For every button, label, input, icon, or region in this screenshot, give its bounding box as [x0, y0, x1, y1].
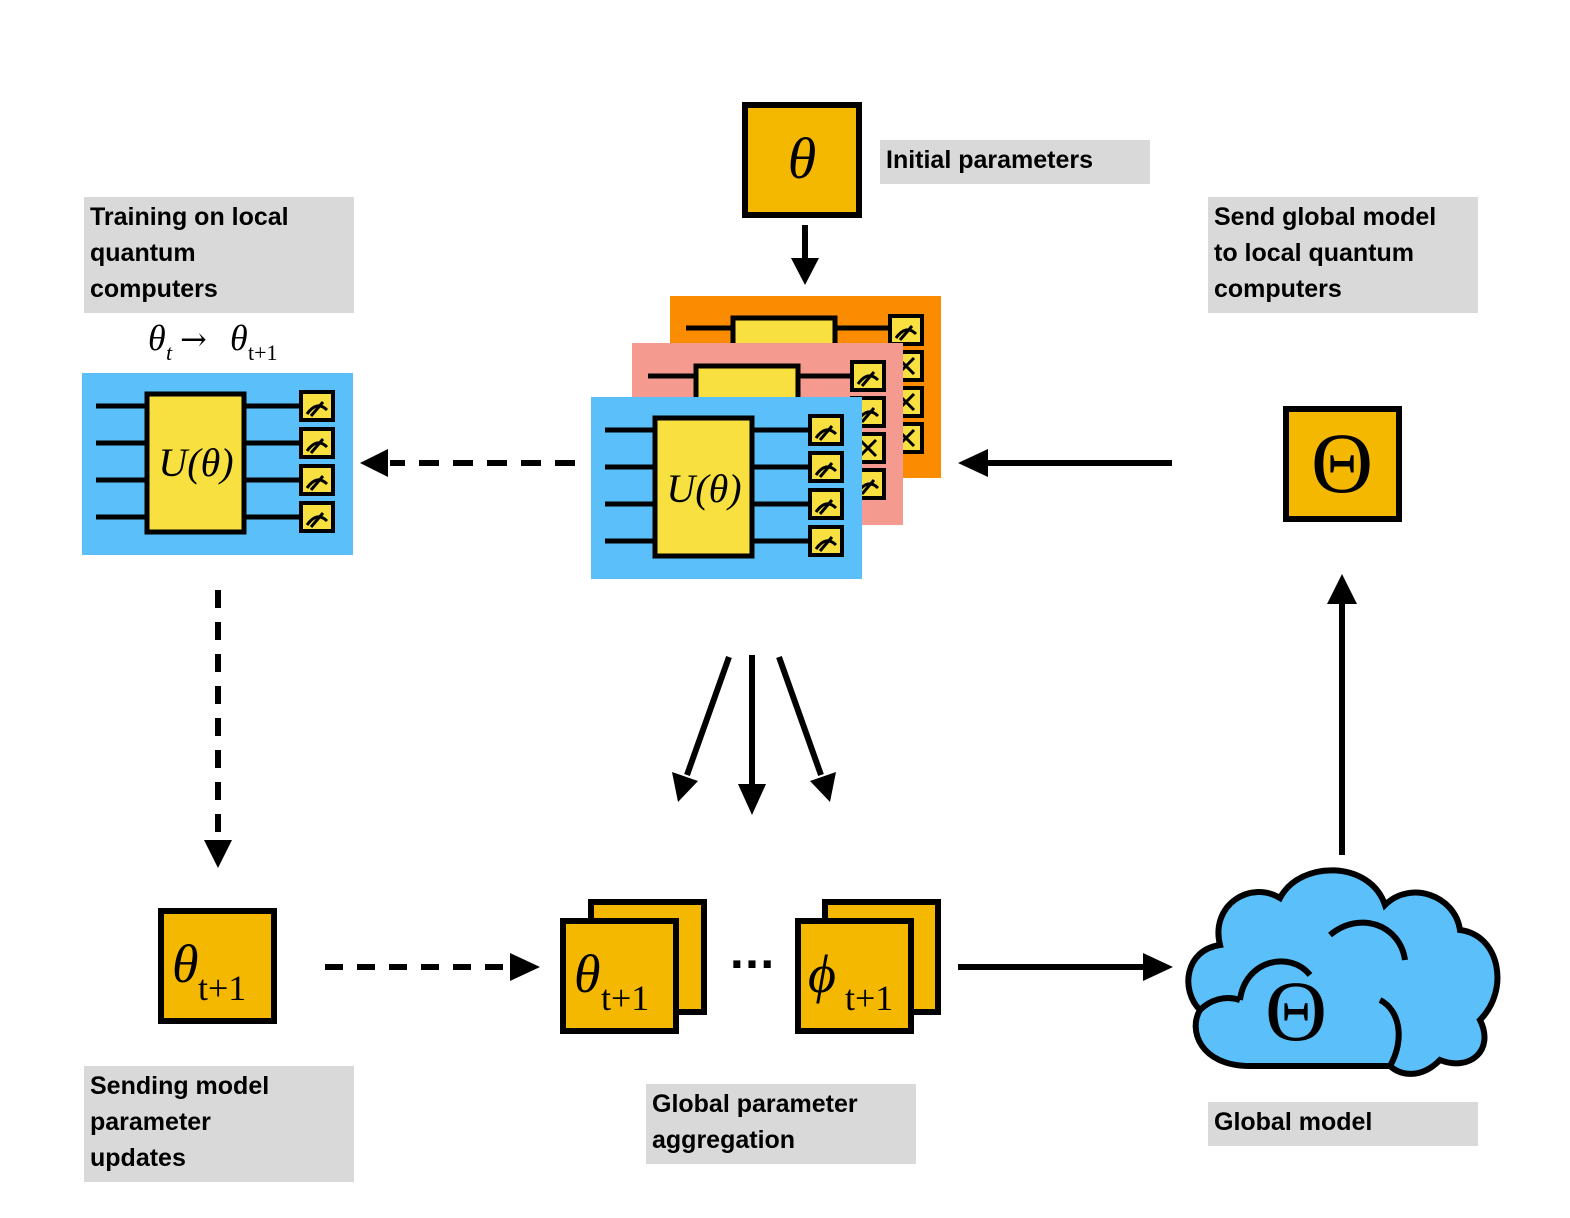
cloud-Theta-symbol: Θ: [1265, 963, 1327, 1059]
aggregated-theta-stack: θ t+1: [560, 899, 707, 1034]
circuit-panel-blue: U(θ): [591, 397, 862, 579]
theta-t1: θ: [230, 318, 248, 358]
arrow-cloud-up: [1327, 574, 1357, 855]
send-global-model-label: Send global model to local quantum compu…: [1208, 197, 1478, 313]
global-theta-box: Θ: [1283, 406, 1402, 522]
unitary-label-center: U(θ): [666, 466, 741, 511]
local-update-sub: t+1: [198, 968, 246, 1008]
unitary-label-left: U(θ): [158, 440, 233, 485]
local-update-theta: θ: [172, 934, 199, 994]
ellipsis: ···: [729, 942, 775, 988]
cloud-icon: Θ: [1185, 867, 1501, 1077]
aggregation-label: Global parameter aggregation: [646, 1084, 916, 1164]
theta-t1-sub: t+1: [248, 340, 278, 365]
agg-phi-sub: t+1: [845, 978, 893, 1018]
agg-theta-sub: t+1: [601, 978, 649, 1018]
theta-t: θ: [148, 318, 166, 358]
arrow-left-down: [204, 590, 232, 868]
agg-theta: θ: [574, 944, 601, 1004]
update-arrow-symbol: →: [180, 320, 207, 358]
local-circuit-panel: U(θ): [82, 373, 353, 555]
Theta-symbol: Θ: [1311, 415, 1373, 511]
training-label: Training on local quantum computers: [84, 197, 354, 313]
arrow-updates-to-aggregation: [325, 953, 540, 981]
update-formula: θ t → θ t+1: [148, 318, 278, 365]
theta-t-sub: t: [166, 340, 173, 365]
arrow-init-down: [791, 225, 819, 285]
arrow-global-to-center: [958, 449, 1172, 477]
initial-theta-box: θ: [742, 102, 862, 218]
agg-phi: ϕ: [808, 944, 836, 1004]
arrow-center-to-left: [360, 449, 575, 477]
initial-parameters-label: Initial parameters: [880, 140, 1150, 184]
circuit-stack: U(θ): [591, 296, 941, 579]
aggregated-phi-stack: ϕ t+1: [795, 899, 941, 1034]
local-update-box: θ t+1: [158, 908, 277, 1024]
sending-updates-label: Sending model parameter updates: [84, 1066, 354, 1182]
theta-symbol: θ: [788, 126, 817, 191]
aggregation-arrows: [672, 655, 836, 815]
arrow-aggregation-to-cloud: [958, 953, 1173, 981]
global-model-label: Global model: [1208, 1102, 1478, 1146]
